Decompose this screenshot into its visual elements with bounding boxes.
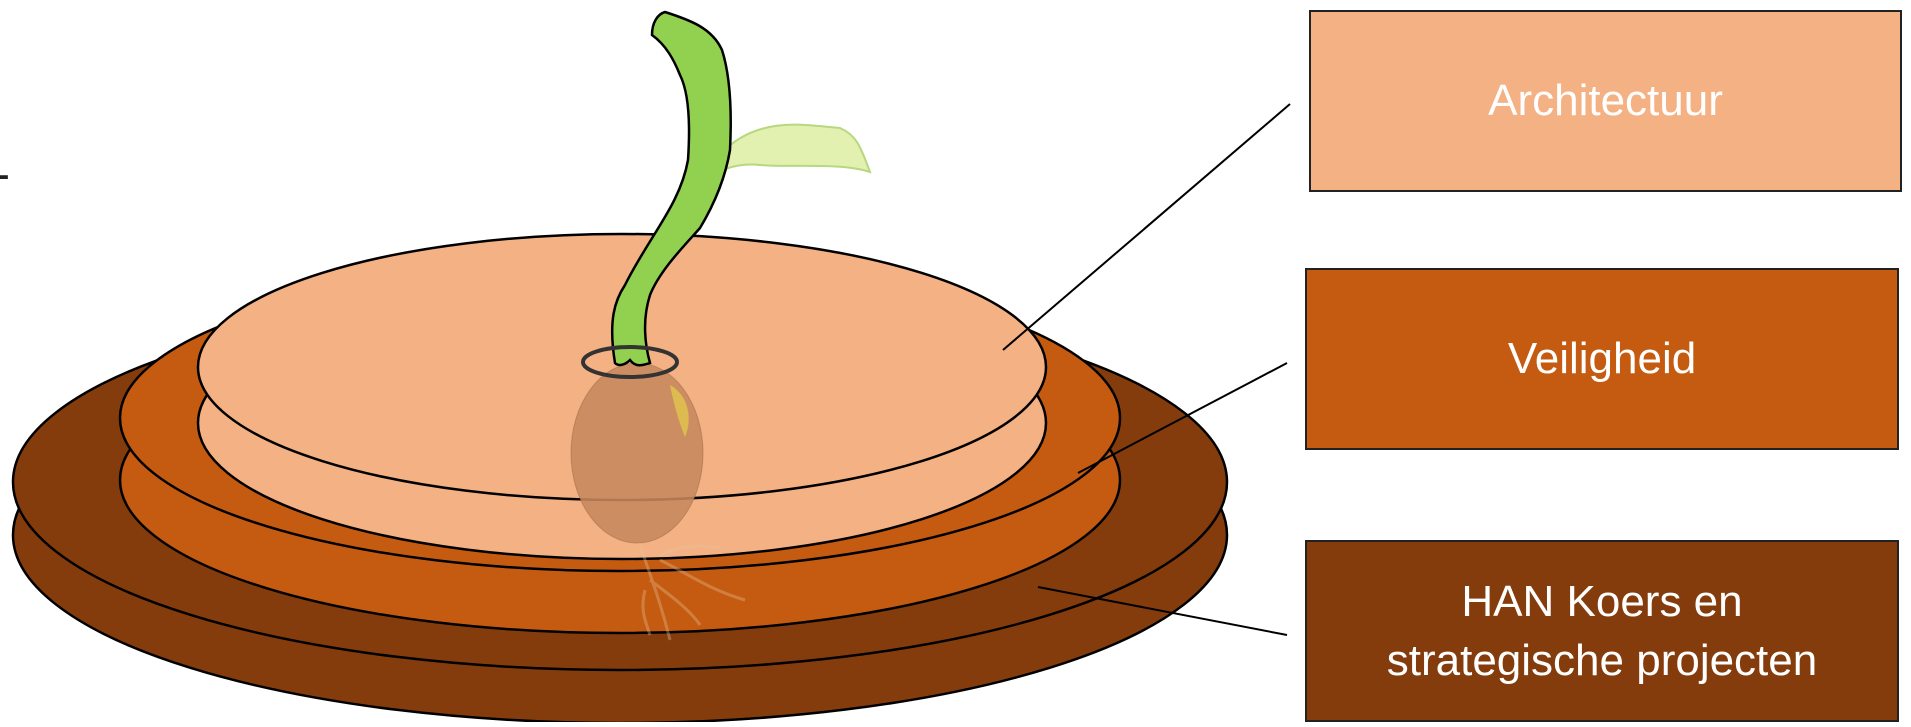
leader-line-han [1037, 586, 1288, 636]
leaf-icon [699, 123, 872, 183]
stem-icon [610, 10, 732, 367]
leader-line-architectuur [1002, 103, 1291, 351]
veiligheid-label: Veiligheid [1507, 334, 1697, 384]
leader-line-veiligheid [1077, 362, 1288, 474]
seed-icon [570, 362, 704, 544]
ring-icon [581, 345, 679, 379]
han-label-line2: strategische projecten [1386, 636, 1818, 685]
han-label-box: HAN Koers en strategische projecten [1305, 540, 1899, 722]
architectuur-label-box: Architectuur [1309, 10, 1902, 192]
roots-icon [638, 544, 746, 641]
veiligheid-label-box: Veiligheid [1305, 268, 1899, 450]
left-edge-mark: - [0, 148, 10, 201]
han-label-line1: HAN Koers en [1461, 576, 1743, 626]
architectuur-label: Architectuur [1488, 76, 1723, 126]
